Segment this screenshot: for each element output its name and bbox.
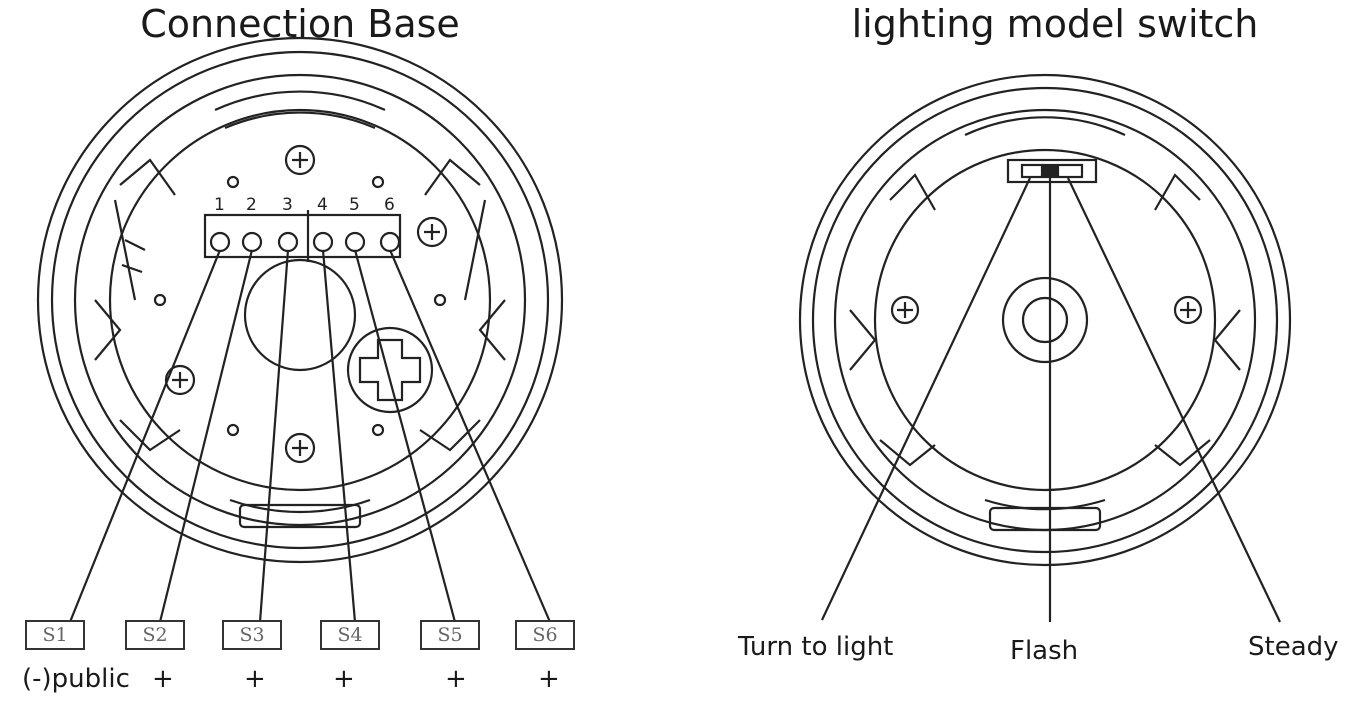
lighting-model-switch-title: lighting model switch bbox=[851, 2, 1259, 46]
screw-icon bbox=[416, 216, 448, 248]
terminal-box-s6: S6 bbox=[515, 620, 575, 650]
polarity-label-s4: + bbox=[333, 664, 355, 694]
screw-icon bbox=[890, 295, 920, 325]
polarity-label-s5: + bbox=[445, 664, 467, 694]
polarity-label-s1: (-)public bbox=[22, 664, 130, 694]
terminal-box-s3: S3 bbox=[222, 620, 282, 650]
flash-label: Flash bbox=[1010, 636, 1079, 666]
polarity-label-s6: + bbox=[538, 664, 560, 694]
screw-icon bbox=[284, 432, 316, 464]
terminal-number: 3 bbox=[282, 195, 293, 215]
cross-screw-icon bbox=[346, 326, 434, 414]
terminal-box-s4: S4 bbox=[320, 620, 380, 650]
screw-icon bbox=[164, 364, 196, 396]
screw-icon bbox=[284, 144, 316, 176]
terminal-number: 1 bbox=[214, 195, 225, 215]
screw-icon bbox=[1173, 295, 1203, 325]
terminal-numbers: 1 2 3 4 5 6 bbox=[214, 195, 395, 215]
terminal-number: 6 bbox=[384, 195, 395, 215]
terminal-number: 2 bbox=[246, 195, 257, 215]
connection-base-drawing bbox=[36, 36, 564, 623]
terminal-number: 4 bbox=[317, 195, 328, 215]
polarity-label-s2: + bbox=[152, 664, 174, 694]
terminal-number: 5 bbox=[349, 195, 360, 215]
polarity-label-s3: + bbox=[244, 664, 266, 694]
terminal-box-s1: S1 bbox=[25, 620, 85, 650]
lighting-switch-drawing bbox=[798, 73, 1292, 623]
mode-switch bbox=[1006, 158, 1098, 184]
terminal-box-s2: S2 bbox=[125, 620, 185, 650]
terminal-box-s5: S5 bbox=[420, 620, 480, 650]
terminal-block bbox=[203, 210, 402, 262]
turn-to-light-label: Turn to light bbox=[738, 632, 894, 662]
steady-label: Steady bbox=[1248, 632, 1339, 662]
